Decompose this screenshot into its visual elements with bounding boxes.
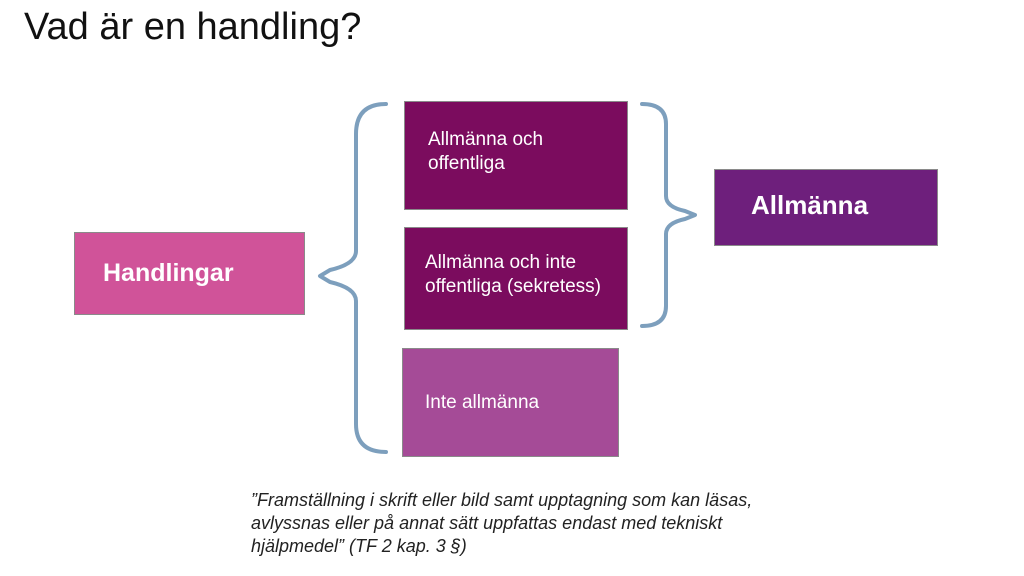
slide-title: Vad är en handling? bbox=[24, 6, 362, 48]
ao-line-1: Allmänna och bbox=[428, 128, 544, 150]
quote-line-1: ”Framställning i skrift eller bild samt … bbox=[251, 490, 753, 510]
quote-line-2: avlyssnas eller på annat sätt uppfattas … bbox=[251, 513, 723, 533]
allmanna-box: Allmänna bbox=[714, 169, 938, 246]
inte-allmanna-label: Inte allmänna bbox=[425, 391, 540, 413]
allmanna-och-inte-offentliga-box: Allmänna och inte offentliga (sekretess) bbox=[404, 227, 628, 330]
handlingar-label: Handlingar bbox=[103, 259, 234, 287]
allmanna-label: Allmänna bbox=[751, 190, 869, 220]
aio-line-1: Allmänna och inte bbox=[425, 251, 577, 273]
inte-allmanna-box: Inte allmänna bbox=[402, 348, 619, 457]
aio-line-2: offentliga (sekretess) bbox=[425, 275, 602, 297]
ao-line-2: offentliga bbox=[428, 152, 505, 174]
left-brace bbox=[318, 102, 388, 454]
quote-line-3: hjälpmedel” (TF 2 kap. 3 §) bbox=[251, 536, 467, 556]
legal-quote: ”Framställning i skrift eller bild samt … bbox=[251, 489, 851, 558]
right-brace bbox=[640, 102, 697, 328]
allmanna-och-offentliga-box: Allmänna och offentliga bbox=[404, 101, 628, 210]
handlingar-box: Handlingar bbox=[74, 232, 305, 315]
